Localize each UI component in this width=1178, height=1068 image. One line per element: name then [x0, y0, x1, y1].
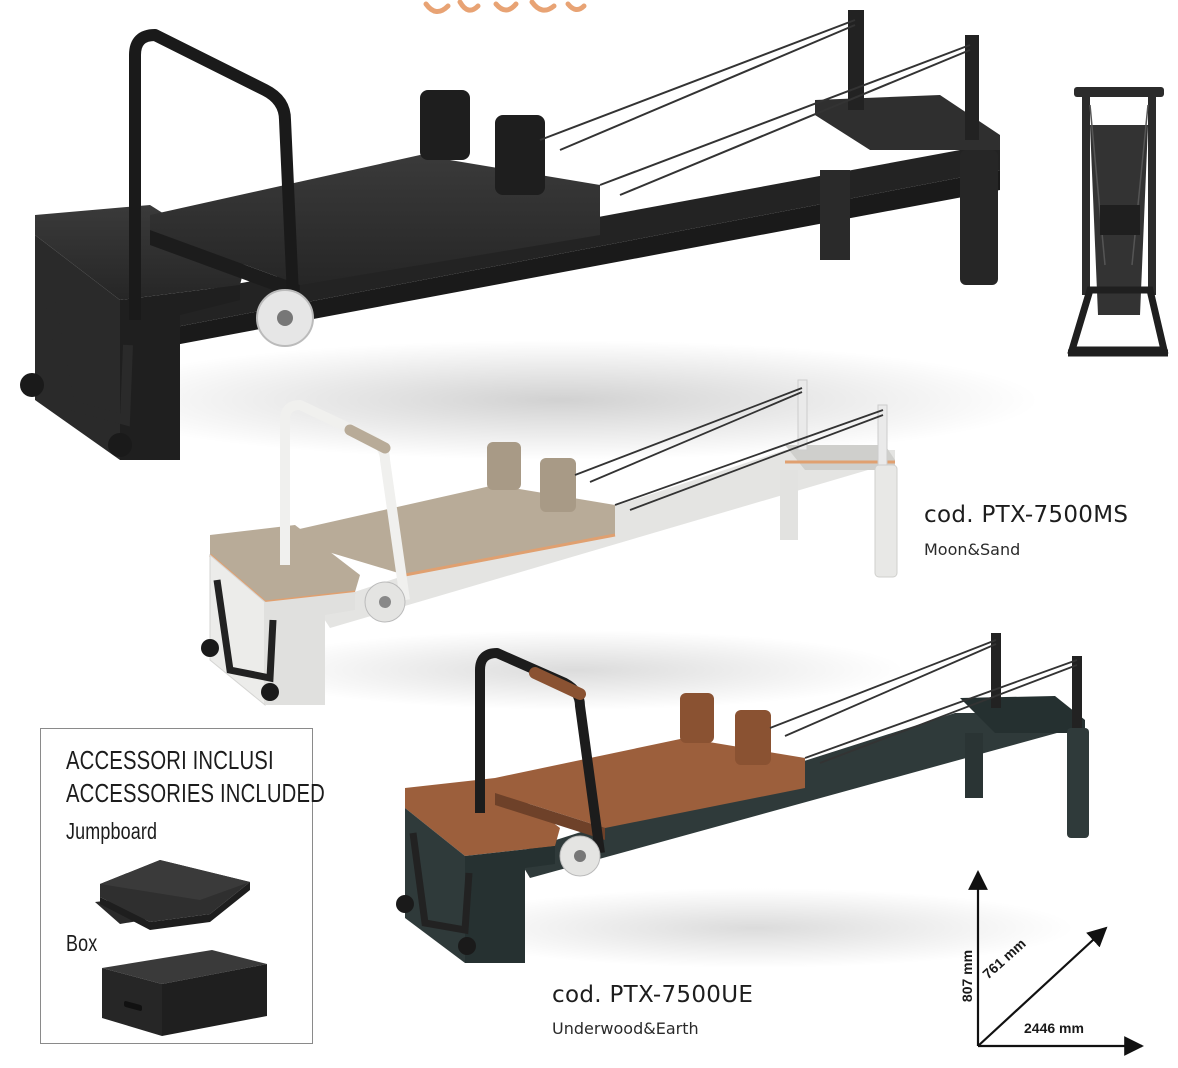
- box-icon: [102, 950, 267, 1036]
- dimensions-diagram: [968, 870, 1144, 1056]
- dimension-height-label: 807 mm: [959, 949, 975, 1003]
- reformer-moon-sand-image: [201, 379, 905, 710]
- reformer-underwood-earth-image: [396, 633, 1089, 968]
- product-variant-underwood-earth: Underwood&Earth: [552, 1019, 699, 1038]
- top-decorative-fragment: [423, 0, 587, 14]
- reformer-folded-image: [1067, 87, 1169, 357]
- reformer-black-image: [20, 10, 1040, 460]
- accessories-title-it: ACCESSORI INCLUSI: [66, 745, 274, 775]
- accessory-label-jumpboard: Jumpboard: [66, 818, 158, 844]
- product-code-moon-sand: cod. PTX-7500MS: [924, 502, 1129, 528]
- product-variant-moon-sand: Moon&Sand: [924, 540, 1021, 559]
- jumpboard-icon: [95, 860, 250, 930]
- product-code-underwood-earth: cod. PTX-7500UE: [552, 982, 754, 1008]
- accessory-label-box: Box: [66, 930, 98, 956]
- dimension-length-label: 2446 mm: [1024, 1020, 1084, 1036]
- accessories-title-en: ACCESSORIES INCLUDED: [66, 778, 325, 808]
- depth-axis-arrow: [977, 926, 1108, 1047]
